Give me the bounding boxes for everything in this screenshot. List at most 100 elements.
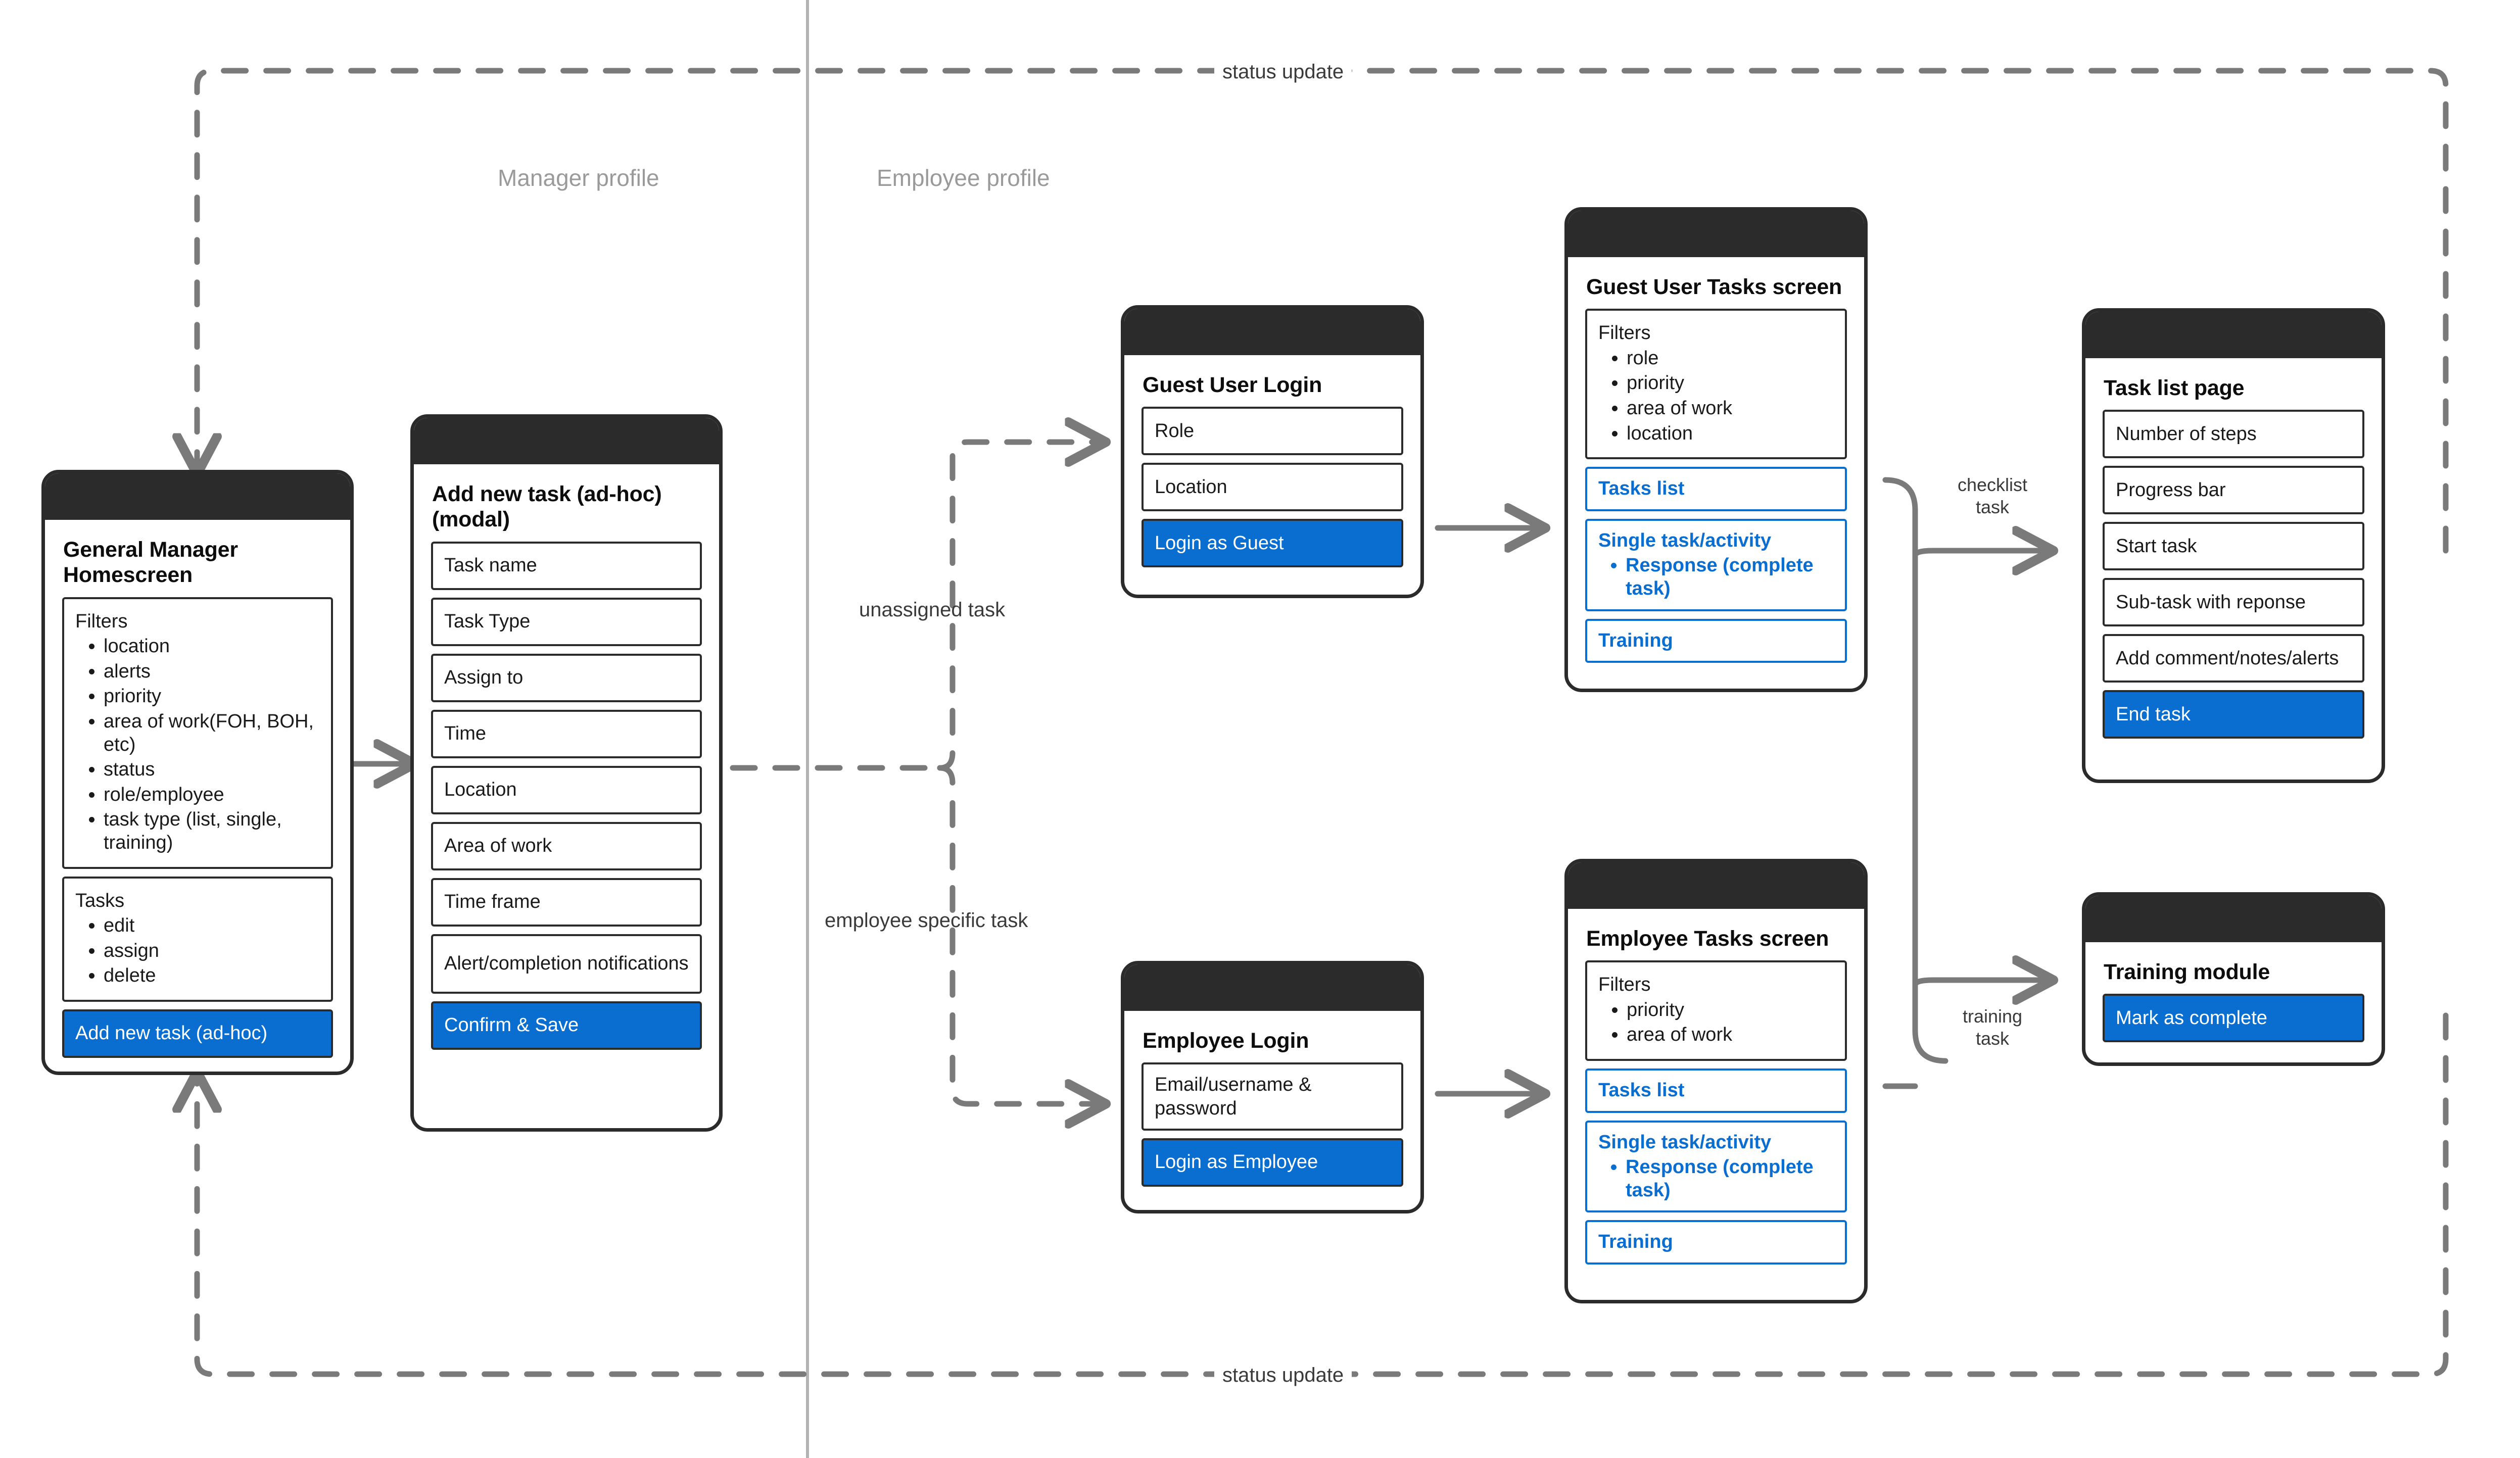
single-task-activity-list: Response (complete task) bbox=[1598, 554, 1834, 600]
card-titlebar bbox=[1124, 309, 1420, 355]
confirm-and-save-button[interactable]: Confirm & Save bbox=[431, 1001, 702, 1050]
card-body: Guest User Login Role Location Login as … bbox=[1124, 355, 1420, 586]
list-item[interactable]: edit bbox=[104, 914, 320, 938]
filters-list: role priority area of work location bbox=[1598, 347, 1834, 445]
single-task-activity-panel[interactable]: Single task/activity Response (complete … bbox=[1585, 1120, 1847, 1213]
tasks-heading: Tasks bbox=[75, 890, 125, 911]
list-item: task type (list, single, training) bbox=[104, 808, 320, 854]
tasks-group-gm: Tasks edit assign delete bbox=[62, 876, 333, 1002]
number-of-steps-field[interactable]: Number of steps bbox=[2103, 410, 2364, 459]
list-item: Response (complete task) bbox=[1626, 554, 1834, 600]
list-item: priority bbox=[1627, 999, 1834, 1022]
card-body: Task list page Number of steps Progress … bbox=[2085, 358, 2382, 757]
time-frame-input[interactable]: Time frame bbox=[431, 878, 702, 927]
wire-guest-tasks-bus bbox=[1882, 477, 1948, 1064]
list-item: location bbox=[1627, 422, 1834, 446]
page-title-training-module: Training module bbox=[2104, 960, 2270, 984]
wire-label-training-task-line1: training bbox=[1962, 1006, 2023, 1027]
list-item: status bbox=[104, 758, 320, 782]
add-new-task-button[interactable]: Add new task (ad-hoc) bbox=[62, 1009, 333, 1058]
tasks-list-label: Tasks list bbox=[1598, 478, 1685, 500]
tasks-list-panel[interactable]: Tasks list bbox=[1585, 1068, 1847, 1113]
page-title-add-task: Add new task (ad-hoc) (modal) bbox=[432, 482, 662, 532]
wire-label-employee-specific-task: employee specific task bbox=[825, 909, 1028, 932]
location-input[interactable]: Location bbox=[1142, 463, 1403, 512]
card-body: General Manager Homescreen Filters locat… bbox=[45, 520, 350, 1072]
page-title-task-list: Task list page bbox=[2104, 376, 2245, 400]
tasks-list: edit assign delete bbox=[75, 914, 320, 988]
alert-completion-notifications-input[interactable]: Alert/completion notifications bbox=[431, 934, 702, 994]
swimlane-label-employee: Employee profile bbox=[877, 165, 1050, 191]
single-task-activity-panel[interactable]: Single task/activity Response (complete … bbox=[1585, 518, 1847, 611]
card-body: Employee Login Email/username & password… bbox=[1124, 1011, 1420, 1205]
filters-heading: Filters bbox=[1598, 974, 1651, 996]
list-item: Response (complete task) bbox=[1626, 1156, 1834, 1202]
page-title-employee-login: Employee Login bbox=[1143, 1029, 1309, 1053]
task-name-input[interactable]: Task name bbox=[431, 541, 702, 590]
card-body: Training module Mark as complete bbox=[2085, 942, 2382, 1060]
list-item: priority bbox=[1627, 372, 1834, 395]
wire-label-checklist-task-line2: task bbox=[1975, 496, 2010, 517]
card-general-manager-homescreen: General Manager Homescreen Filters locat… bbox=[41, 470, 354, 1075]
filters-list: priority area of work bbox=[1598, 999, 1834, 1047]
training-panel[interactable]: Training bbox=[1585, 618, 1847, 663]
mark-as-complete-button[interactable]: Mark as complete bbox=[2103, 994, 2364, 1043]
list-item: location bbox=[104, 635, 320, 658]
list-item: alerts bbox=[104, 660, 320, 684]
card-titlebar bbox=[45, 473, 350, 520]
filters-heading: Filters bbox=[75, 610, 128, 632]
location-input[interactable]: Location bbox=[431, 765, 702, 814]
card-titlebar bbox=[1568, 862, 1864, 909]
role-input[interactable]: Role bbox=[1142, 407, 1403, 456]
card-body: Add new task (ad-hoc) (modal) Task name … bbox=[414, 464, 719, 1068]
training-label: Training bbox=[1598, 1231, 1673, 1253]
task-type-input[interactable]: Task Type bbox=[431, 597, 702, 646]
training-panel[interactable]: Training bbox=[1585, 1220, 1847, 1265]
filters-group-gm: Filters location alerts priority area of… bbox=[62, 597, 333, 869]
card-guest-user-tasks-screen: Guest User Tasks screen Filters role pri… bbox=[1564, 207, 1868, 692]
wire-label-unassigned-task: unassigned task bbox=[859, 599, 1006, 621]
list-item: area of work bbox=[1627, 1024, 1834, 1047]
page-title-guest-tasks: Guest User Tasks screen bbox=[1586, 275, 1842, 299]
wire-employee-specific-task bbox=[937, 765, 1102, 1104]
card-employee-tasks-screen: Employee Tasks screen Filters priority a… bbox=[1564, 859, 1868, 1303]
end-task-button[interactable]: End task bbox=[2103, 690, 2364, 739]
wire-bus-to-training-module bbox=[1912, 980, 2049, 985]
card-titlebar bbox=[2085, 312, 2382, 358]
start-task-field[interactable]: Start task bbox=[2103, 522, 2364, 571]
wire-bus-to-task-list bbox=[1912, 551, 2049, 556]
card-titlebar bbox=[2085, 896, 2382, 942]
single-task-activity-label: Single task/activity bbox=[1598, 1131, 1772, 1153]
sub-task-with-response-field[interactable]: Sub-task with reponse bbox=[2103, 578, 2364, 627]
list-item: area of work(FOH, BOH, etc) bbox=[104, 710, 320, 756]
area-of-work-input[interactable]: Area of work bbox=[431, 821, 702, 870]
assign-to-input[interactable]: Assign to bbox=[431, 653, 702, 702]
wire-label-checklist-task-line1: checklist bbox=[1957, 474, 2028, 495]
list-item[interactable]: assign bbox=[104, 940, 320, 963]
email-username-password-input[interactable]: Email/username & password bbox=[1142, 1062, 1403, 1131]
wire-label-training-task-line2: task bbox=[1975, 1028, 2010, 1049]
add-comment-notes-alerts-field[interactable]: Add comment/notes/alerts bbox=[2103, 634, 2364, 683]
training-label: Training bbox=[1598, 629, 1673, 651]
login-as-guest-button[interactable]: Login as Guest bbox=[1142, 519, 1403, 568]
tasks-list-label: Tasks list bbox=[1598, 1080, 1685, 1101]
card-task-list-page: Task list page Number of steps Progress … bbox=[2082, 308, 2385, 783]
filters-group-guest: Filters role priority area of work locat… bbox=[1585, 309, 1847, 460]
wire-label-training-task: training task bbox=[1939, 1005, 2046, 1050]
swimlane-label-manager: Manager profile bbox=[498, 165, 659, 191]
list-item: priority bbox=[104, 685, 320, 708]
progress-bar-field[interactable]: Progress bar bbox=[2103, 466, 2364, 515]
list-item[interactable]: delete bbox=[104, 964, 320, 988]
wire-label-checklist-task: checklist task bbox=[1939, 474, 2046, 518]
login-as-employee-button[interactable]: Login as Employee bbox=[1142, 1138, 1403, 1187]
list-item: role/employee bbox=[104, 784, 320, 807]
card-body: Guest User Tasks screen Filters role pri… bbox=[1568, 257, 1864, 686]
list-item: area of work bbox=[1627, 397, 1834, 420]
page-title-employee-tasks: Employee Tasks screen bbox=[1586, 927, 1829, 951]
card-employee-login: Employee Login Email/username & password… bbox=[1121, 961, 1424, 1213]
card-body: Employee Tasks screen Filters priority a… bbox=[1568, 909, 1864, 1287]
tasks-list-panel[interactable]: Tasks list bbox=[1585, 467, 1847, 511]
page-title-guest-login: Guest User Login bbox=[1143, 373, 1322, 397]
time-input[interactable]: Time bbox=[431, 709, 702, 758]
filters-list: location alerts priority area of work(FO… bbox=[75, 635, 320, 854]
